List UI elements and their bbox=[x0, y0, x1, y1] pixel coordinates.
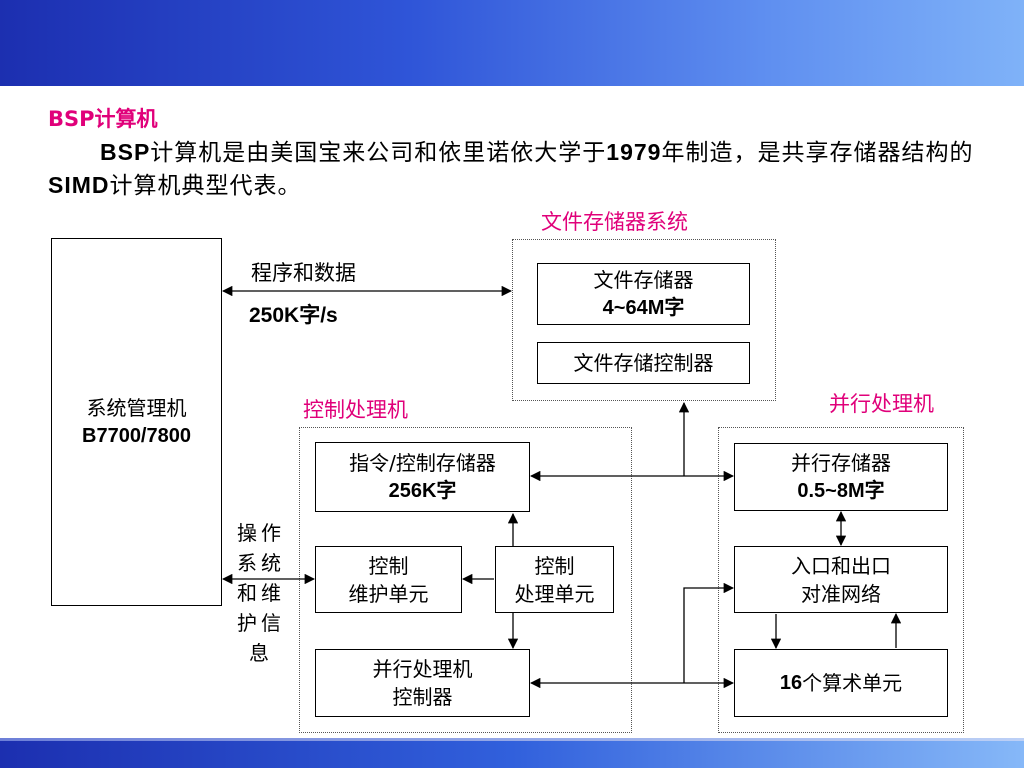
file-system-group bbox=[512, 239, 776, 401]
control-processor-label: 控制处理机 bbox=[303, 398, 408, 422]
link-top-rate: 250K字/s bbox=[249, 304, 338, 327]
description-paragraph: BSP计算机是由美国宝来公司和依里诺依大学于1979年制造，是共享存储器结构的S… bbox=[48, 139, 974, 199]
link-pp-network bbox=[683, 582, 735, 683]
file-memory-box: 文件存储器 4~64M字 bbox=[537, 263, 750, 325]
link-side-text: 操作系统和维护信息 bbox=[237, 521, 285, 665]
link-top-text: 程序和数据 bbox=[251, 261, 356, 285]
parallel-processor-group bbox=[718, 427, 964, 733]
control-maintenance-box: 控制 维护单元 bbox=[315, 546, 462, 613]
file-controller-box: 文件存储控制器 bbox=[537, 342, 750, 384]
control-processing-unit-box: 控制 处理单元 bbox=[495, 546, 614, 613]
slide-title: BSP计算机 bbox=[48, 107, 158, 131]
parallel-processor-label: 并行处理机 bbox=[829, 392, 934, 416]
io-network-box: 入口和出口 对准网络 bbox=[734, 546, 948, 613]
parallel-memory-box: 并行存储器 0.5~8M字 bbox=[734, 443, 948, 511]
instruction-memory-box: 指令/控制存储器 256K字 bbox=[315, 442, 530, 512]
parallel-processor-controller-box: 并行处理机 控制器 bbox=[315, 649, 530, 717]
header-bar bbox=[0, 0, 1024, 86]
footer-bar bbox=[0, 738, 1024, 768]
file-system-label: 文件存储器系统 bbox=[541, 210, 688, 234]
system-manager-box: 系统管理机 B7700/7800 bbox=[51, 238, 222, 606]
